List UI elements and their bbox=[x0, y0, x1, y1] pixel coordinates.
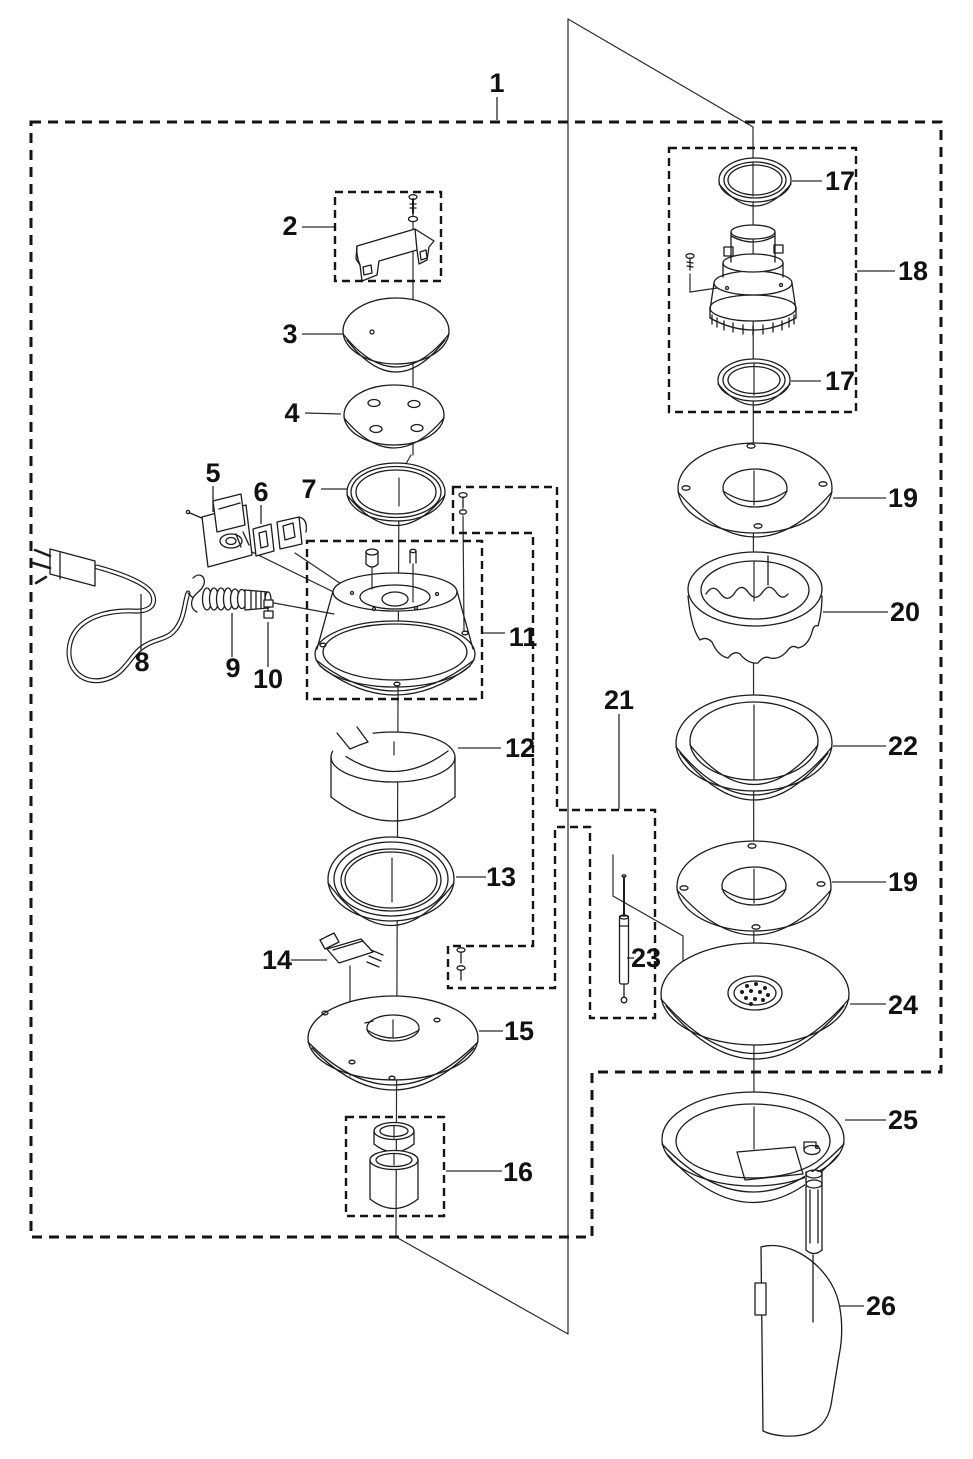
part-12-split-band bbox=[323, 712, 456, 822]
callout-13: 13 bbox=[486, 862, 516, 892]
part-23-rod bbox=[618, 874, 630, 1004]
part-6-clips bbox=[252, 516, 307, 557]
assembly-boundary-box-1 bbox=[29, 120, 943, 1239]
part-8-power-cord bbox=[31, 548, 205, 684]
part-2-handle bbox=[355, 194, 435, 282]
centerline-overlays bbox=[391, 161, 755, 1166]
callout-4: 4 bbox=[284, 398, 299, 428]
callout-5: 5 bbox=[205, 458, 220, 488]
callout-16: 16 bbox=[503, 1157, 533, 1187]
callout-17-top: 17 bbox=[825, 166, 855, 196]
callout-2: 2 bbox=[282, 211, 297, 241]
group-box-11 bbox=[305, 539, 484, 701]
part-19-disc-upper bbox=[677, 442, 833, 538]
callout-9: 9 bbox=[225, 653, 240, 683]
fastener-screws bbox=[456, 491, 468, 981]
part-26-curved-shell bbox=[754, 1244, 843, 1437]
callout-11: 11 bbox=[509, 622, 538, 652]
callout-21: 21 bbox=[604, 685, 634, 715]
part-25-bowl bbox=[661, 1091, 845, 1255]
callout-18: 18 bbox=[898, 256, 928, 286]
callout-12: 12 bbox=[505, 733, 535, 763]
part-5-switch bbox=[185, 493, 253, 568]
part-14-terminal-bracket bbox=[319, 932, 384, 968]
part-4-plate bbox=[343, 384, 445, 449]
part-10-clamp bbox=[263, 599, 274, 619]
callout-8: 8 bbox=[134, 647, 149, 677]
part-7-gasket-ring bbox=[346, 462, 446, 527]
callout-3: 3 bbox=[282, 319, 297, 349]
callout-15: 15 bbox=[504, 1016, 534, 1046]
callout-14: 14 bbox=[262, 945, 292, 975]
callout-1: 1 bbox=[489, 68, 504, 98]
part-9-cord-grip bbox=[201, 587, 272, 611]
callout-17-bottom: 17 bbox=[825, 366, 855, 396]
callout-19-upper: 19 bbox=[888, 483, 918, 513]
callout-24: 24 bbox=[888, 990, 918, 1020]
callout-19-lower: 19 bbox=[888, 867, 918, 897]
grouping-boxes bbox=[29, 120, 943, 1239]
part-11-motor-housing bbox=[314, 548, 476, 696]
group-box-2 bbox=[333, 190, 443, 283]
part-15-base-plate bbox=[307, 995, 479, 1091]
callout-23: 23 bbox=[631, 943, 661, 973]
part-18-vacuum-motor bbox=[685, 224, 797, 336]
callout-10: 10 bbox=[253, 664, 283, 694]
group-box-16 bbox=[344, 1115, 446, 1218]
part-13-seal-ring bbox=[327, 836, 455, 927]
group-box-21-connector bbox=[446, 485, 657, 1020]
callout-26: 26 bbox=[866, 1291, 896, 1321]
part-3-lid bbox=[342, 297, 450, 373]
callout-6: 6 bbox=[253, 477, 268, 507]
callout-22: 22 bbox=[888, 731, 918, 761]
group-box-18 bbox=[667, 146, 858, 414]
callout-labels: 1 2 3 4 5 6 7 8 9 10 11 12 13 14 15 16 1… bbox=[134, 68, 928, 1321]
part-24-perforated-disc bbox=[660, 942, 850, 1060]
callout-20: 20 bbox=[890, 597, 920, 627]
callout-7: 7 bbox=[301, 474, 316, 504]
part-17-ring-top bbox=[718, 157, 792, 207]
callout-leader-lines bbox=[140, 97, 895, 1307]
callout-25: 25 bbox=[888, 1105, 918, 1135]
part-20-toothed-ring bbox=[687, 551, 823, 664]
